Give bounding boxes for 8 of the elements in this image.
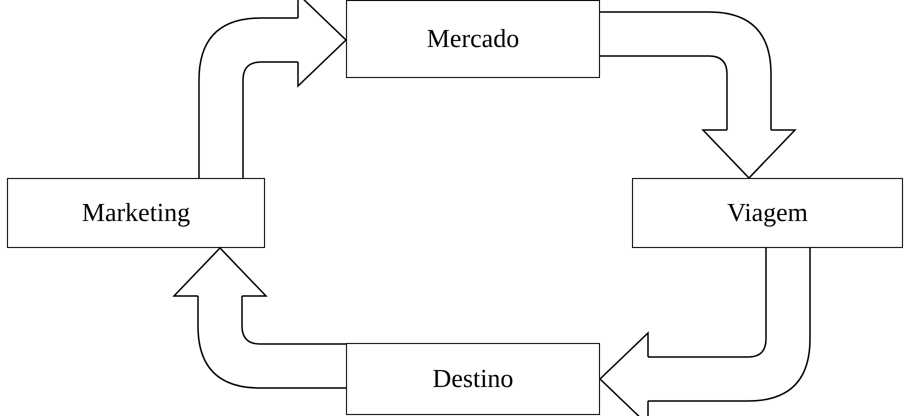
process-box <box>632 178 903 248</box>
box-label: Destino <box>432 364 514 394</box>
process-box <box>346 343 600 415</box>
box-label: Marketing <box>82 198 190 228</box>
process-box <box>346 0 600 78</box>
box-label: Viagem <box>727 198 808 228</box>
process-box <box>7 178 265 248</box>
box-label: Mercado <box>426 24 520 54</box>
